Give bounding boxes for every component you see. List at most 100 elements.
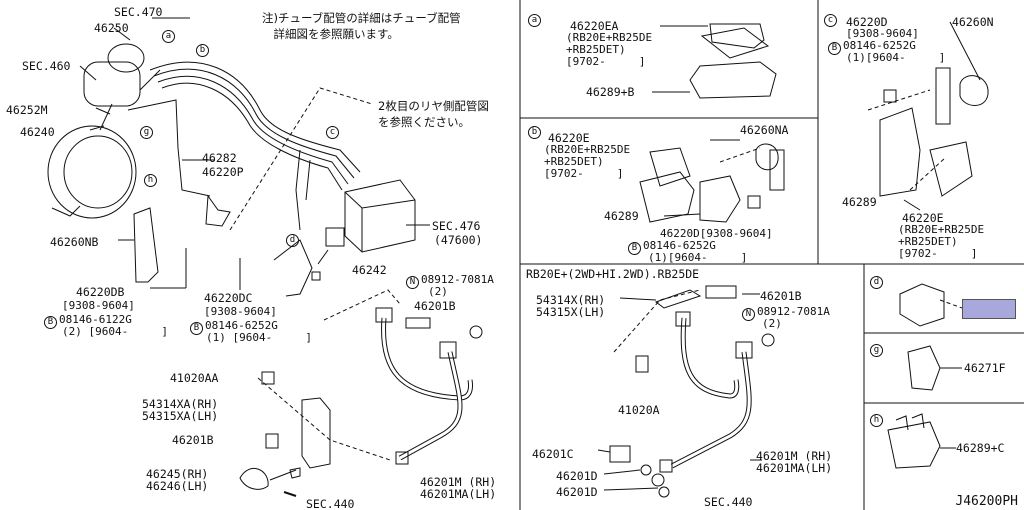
label-sec470[interactable]: SEC.470 [114, 5, 163, 19]
label-nut1-qty: (2) [428, 285, 448, 298]
label-46220e-b-spec1: (RB20E+RB25DE [544, 143, 631, 156]
label-46220p[interactable]: 46220P [202, 165, 244, 179]
label-46201m[interactable]: 46201M (RH) [420, 475, 497, 489]
nut-circle-icon: N [406, 276, 419, 289]
label-54314x[interactable]: 54314X(RH) [536, 293, 606, 307]
label-46289-b[interactable]: 46289 [604, 209, 639, 223]
label-46201d-2[interactable]: 46201D [556, 485, 598, 499]
panel-c-tag-text: c [824, 14, 837, 27]
label-sec440[interactable]: SEC.440 [306, 497, 355, 510]
label-46246[interactable]: 46246(LH) [146, 479, 209, 493]
label-46260na[interactable]: 46260NA [740, 123, 789, 137]
bolt1-part: 08146-6122G [59, 313, 132, 326]
panel-a-tag: a [528, 12, 543, 27]
label-54315xa[interactable]: 54315XA(LH) [142, 409, 219, 423]
label-46201c[interactable]: 46201C [532, 447, 574, 461]
label-46220db-range: [9308-9604] [62, 299, 135, 312]
label-46220e-c-range: [9702- ] [898, 247, 978, 260]
note-tube-detail: 注)チューブ配管の詳細はチューブ配管 詳細図を参照願います。 [262, 11, 461, 41]
label-46220e-c-spec2: +RB25DET) [898, 235, 958, 248]
label-46220ea-spec1: (RB20E+RB25DE [566, 31, 653, 44]
callout-d-tag: d [286, 234, 299, 247]
highlighted-part-slot[interactable] [962, 299, 1016, 319]
label-41020a[interactable]: 41020A [618, 403, 660, 417]
label-46220d-c[interactable]: 46220D [846, 15, 888, 29]
panel-d-tag: d [870, 274, 885, 289]
label-46242[interactable]: 46242 [352, 263, 387, 277]
rear-nut-part: 08912-7081A [757, 305, 830, 318]
label-46271f[interactable]: 46271F [964, 361, 1006, 375]
label-46220e-b-range: [9702- ] [544, 167, 624, 180]
label-46289c[interactable]: 46289+C [956, 441, 1005, 455]
nut-circle-icon: N [742, 308, 755, 321]
label-sec440-rear[interactable]: SEC.440 [704, 495, 753, 509]
panel-g-tag-text: g [870, 344, 883, 357]
label-46220ea-spec2: +RB25DET) [566, 43, 626, 56]
label-46250[interactable]: 46250 [94, 21, 129, 35]
label-46220dc[interactable]: 46220DC [204, 291, 253, 305]
bolt2-part: 08146-6252G [205, 319, 278, 332]
callout-h[interactable]: h [144, 172, 159, 187]
label-46201ma-rear[interactable]: 46201MA(LH) [756, 461, 833, 475]
label-sec460[interactable]: SEC.460 [22, 59, 71, 73]
diagram-id: J46200PH [955, 494, 1018, 509]
bolt-circle-icon: B [44, 316, 57, 329]
label-46289b[interactable]: 46289+B [586, 85, 635, 99]
label-46201b-lower[interactable]: 46201B [172, 433, 214, 447]
callout-g[interactable]: g [140, 124, 155, 139]
bolt-circle-icon: B [828, 42, 841, 55]
panel-a-tag-text: a [528, 14, 541, 27]
panel-b-bolt-part: 08146-6252G [643, 239, 716, 252]
callout-c[interactable]: c [326, 124, 341, 139]
label-46220db[interactable]: 46220DB [76, 285, 125, 299]
label-46201ma[interactable]: 46201MA(LH) [420, 487, 497, 501]
callout-c-tag: c [326, 126, 339, 139]
label-46201b[interactable]: 46201B [414, 299, 456, 313]
label-46201b-rear[interactable]: 46201B [760, 289, 802, 303]
label-46220ea[interactable]: 46220EA [570, 19, 619, 33]
panel-g-tag: g [870, 342, 885, 357]
label-41020aa[interactable]: 41020AA [170, 371, 219, 385]
label-bolt2-range: (1) [9604- ] [206, 331, 312, 344]
note-rear-piping: 2枚目のリヤ側配管図 を参照ください。 [378, 99, 489, 129]
callout-h-tag: h [144, 174, 157, 187]
panel-h-tag-text: h [870, 414, 883, 427]
label-bolt-b-range: (1)[9604- ] [648, 251, 748, 264]
panel-b-tag-text: b [528, 126, 541, 139]
label-46220e-b[interactable]: 46220E [548, 131, 590, 145]
label-bolt1-range: (2) [9604- ] [62, 325, 168, 338]
label-46220e-c-spec1: (RB20E+RB25DE [898, 223, 985, 236]
label-46201d-1[interactable]: 46201D [556, 469, 598, 483]
panel-d-tag-text: d [870, 276, 883, 289]
label-46220d-b[interactable]: 46220D[9308-9604] [660, 227, 773, 240]
label-46220e-b-spec2: +RB25DET) [544, 155, 604, 168]
label-46252m[interactable]: 46252M [6, 103, 48, 117]
label-54315x[interactable]: 54315X(LH) [536, 305, 606, 319]
label-46240[interactable]: 46240 [20, 125, 55, 139]
label-sec476[interactable]: SEC.476 [432, 219, 481, 233]
label-46260nb[interactable]: 46260NB [50, 235, 99, 249]
label-54314xa[interactable]: 54314XA(RH) [142, 397, 219, 411]
callout-d[interactable]: d [286, 232, 301, 247]
label-46220dc-range: [9308-9604] [204, 305, 277, 318]
panel-c-tag: c [824, 12, 839, 27]
panel-b-tag: b [528, 124, 543, 139]
callout-b-tag: b [196, 44, 209, 57]
callout-b[interactable]: b [196, 42, 211, 57]
label-46201m-rear[interactable]: 46201M (RH) [756, 449, 833, 463]
label-46260n[interactable]: 46260N [952, 15, 994, 29]
callout-a[interactable]: a [162, 28, 177, 43]
label-46245[interactable]: 46245(RH) [146, 467, 209, 481]
panel-c-bolt-part: 08146-6252G [843, 39, 916, 52]
label-46289-c[interactable]: 46289 [842, 195, 877, 209]
label-sec476-ref: (47600) [434, 233, 483, 247]
label-46220e-c[interactable]: 46220E [902, 211, 944, 225]
label-46282[interactable]: 46282 [202, 151, 237, 165]
